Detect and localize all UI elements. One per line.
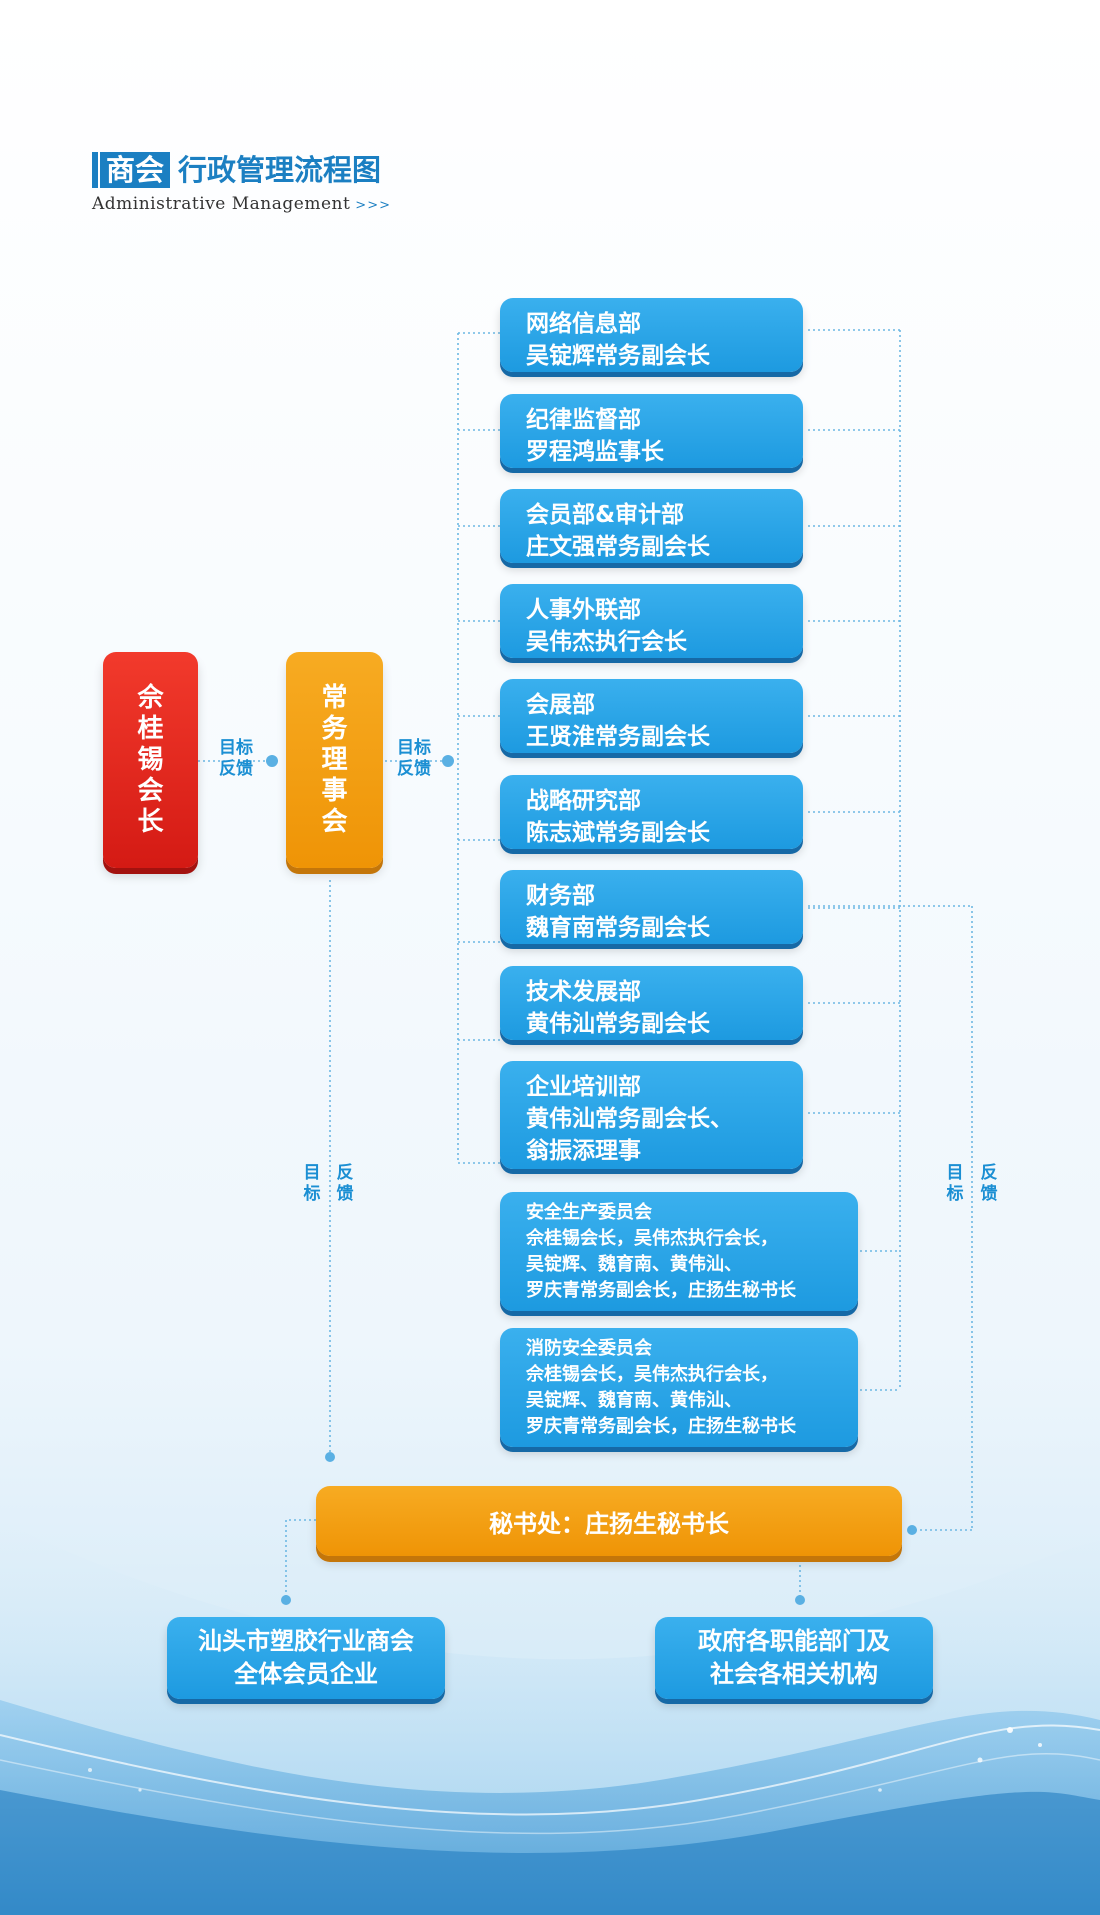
goal-label: 目标 xyxy=(397,738,431,758)
standing-council-label-char: 务 xyxy=(321,713,348,744)
feedback-label: 反馈 xyxy=(336,1163,354,1204)
goal-feedback-label-1: 目标 反馈 xyxy=(219,738,253,780)
department-box-exhibition: 会展部 王贤淮常务副会长 xyxy=(500,679,803,753)
department-name: 战略研究部 xyxy=(526,788,641,814)
department-box-tech-dev: 技术发展部 黄伟汕常务副会长 xyxy=(500,966,803,1040)
committee-member-line: 吴锭辉、魏育南、黄伟汕、 xyxy=(526,1390,742,1411)
committee-member-line: 佘桂锡会长，吴伟杰执行会长， xyxy=(526,1364,778,1385)
department-person: 吴伟杰执行会长 xyxy=(526,629,687,655)
goal-label: 目标 xyxy=(303,1163,321,1204)
president-box: 佘桂锡会长 xyxy=(103,652,198,868)
committee-name: 消防安全委员会 xyxy=(526,1338,652,1359)
committee-member-line: 罗庆青常务副会长，庄扬生秘书长 xyxy=(526,1280,796,1301)
department-name: 会展部 xyxy=(526,692,595,718)
department-name: 会员部&审计部 xyxy=(526,502,685,528)
president-label-char: 会 xyxy=(137,775,164,806)
president-label-char: 锡 xyxy=(137,744,164,775)
department-person: 罗程鸿监事长 xyxy=(526,439,664,465)
standing-council-label-char: 会 xyxy=(321,806,348,837)
secretariat-label: 秘书处：庄扬生秘书长 xyxy=(489,1509,729,1538)
goal-label-vertical-right: 目标 xyxy=(945,1163,965,1205)
department-box-discipline: 纪律监督部 罗程鸿监事长 xyxy=(500,394,803,468)
committee-member-line: 吴锭辉、魏育南、黄伟汕、 xyxy=(526,1254,742,1275)
title-accent-bar xyxy=(92,152,98,188)
department-box-membership-audit: 会员部&审计部 庄文强常务副会长 xyxy=(500,489,803,563)
department-name: 网络信息部 xyxy=(526,311,641,337)
department-person: 王贤淮常务副会长 xyxy=(526,724,710,750)
standing-council-box: 常务理事会 xyxy=(286,652,383,868)
standing-council-label-char: 常 xyxy=(321,682,348,713)
president-label-char: 长 xyxy=(137,806,164,837)
department-name: 企业培训部 xyxy=(526,1074,641,1100)
department-person: 庄文强常务副会长 xyxy=(526,534,710,560)
department-person: 魏育南常务副会长 xyxy=(526,915,710,941)
page-title: 商会 行政管理流程图 Administrative Management >>> xyxy=(92,150,391,214)
standing-council-label-char: 理 xyxy=(321,744,348,775)
subtitle-text: Administrative Management xyxy=(92,194,351,214)
government-agencies-line2: 社会各相关机构 xyxy=(710,1660,878,1688)
department-person: 黄伟汕常务副会长 xyxy=(526,1011,710,1037)
government-agencies-line1: 政府各职能部门及 xyxy=(698,1627,890,1655)
page-subtitle: Administrative Management >>> xyxy=(92,194,391,214)
department-box-finance: 财务部 魏育南常务副会长 xyxy=(500,870,803,944)
title-highlight: 商会 xyxy=(100,152,171,188)
department-box-network: 网络信息部 吴锭辉常务副会长 xyxy=(500,298,803,372)
president-label-char: 桂 xyxy=(137,713,164,744)
department-box-strategy: 战略研究部 陈志斌常务副会长 xyxy=(500,775,803,849)
member-enterprises-box: 汕头市塑胶行业商会 全体会员企业 xyxy=(167,1617,445,1699)
feedback-label-vertical-right: 反馈 xyxy=(979,1163,999,1205)
department-name: 技术发展部 xyxy=(526,979,641,1005)
feedback-label-vertical-left: 反馈 xyxy=(335,1163,355,1205)
goal-label: 目标 xyxy=(219,738,253,758)
department-name: 人事外联部 xyxy=(526,597,641,623)
committee-box-production-safety: 安全生产委员会 佘桂锡会长，吴伟杰执行会长， 吴锭辉、魏育南、黄伟汕、 罗庆青常… xyxy=(500,1192,858,1311)
goal-label-vertical-left: 目标 xyxy=(302,1163,322,1205)
department-person: 吴锭辉常务副会长 xyxy=(526,343,710,369)
department-person: 黄伟汕常务副会长、 xyxy=(526,1106,733,1132)
subtitle-arrows: >>> xyxy=(355,198,391,213)
department-box-training: 企业培训部 黄伟汕常务副会长、 翁振添理事 xyxy=(500,1061,803,1169)
goal-feedback-label-2: 目标 反馈 xyxy=(397,738,431,780)
department-box-hr-liaison: 人事外联部 吴伟杰执行会长 xyxy=(500,584,803,658)
feedback-label: 反馈 xyxy=(980,1163,998,1204)
department-person-2: 翁振添理事 xyxy=(526,1138,641,1164)
department-name: 纪律监督部 xyxy=(526,407,641,433)
government-agencies-box: 政府各职能部门及 社会各相关机构 xyxy=(655,1617,933,1699)
department-name: 财务部 xyxy=(526,883,595,909)
feedback-label: 反馈 xyxy=(397,759,431,779)
member-enterprises-line2: 全体会员企业 xyxy=(234,1660,378,1688)
member-enterprises-line1: 汕头市塑胶行业商会 xyxy=(198,1627,414,1655)
title-text: 行政管理流程图 xyxy=(178,153,382,187)
standing-council-label-char: 事 xyxy=(321,775,348,806)
goal-label: 目标 xyxy=(946,1163,964,1204)
committee-name: 安全生产委员会 xyxy=(526,1202,652,1223)
president-label-char: 佘 xyxy=(137,682,164,713)
committee-member-line: 佘桂锡会长，吴伟杰执行会长， xyxy=(526,1228,778,1249)
feedback-label: 反馈 xyxy=(219,759,253,779)
committee-box-fire-safety: 消防安全委员会 佘桂锡会长，吴伟杰执行会长， 吴锭辉、魏育南、黄伟汕、 罗庆青常… xyxy=(500,1328,858,1447)
secretariat-box: 秘书处：庄扬生秘书长 xyxy=(316,1486,902,1556)
committee-member-line: 罗庆青常务副会长，庄扬生秘书长 xyxy=(526,1416,796,1437)
department-person: 陈志斌常务副会长 xyxy=(526,820,710,846)
